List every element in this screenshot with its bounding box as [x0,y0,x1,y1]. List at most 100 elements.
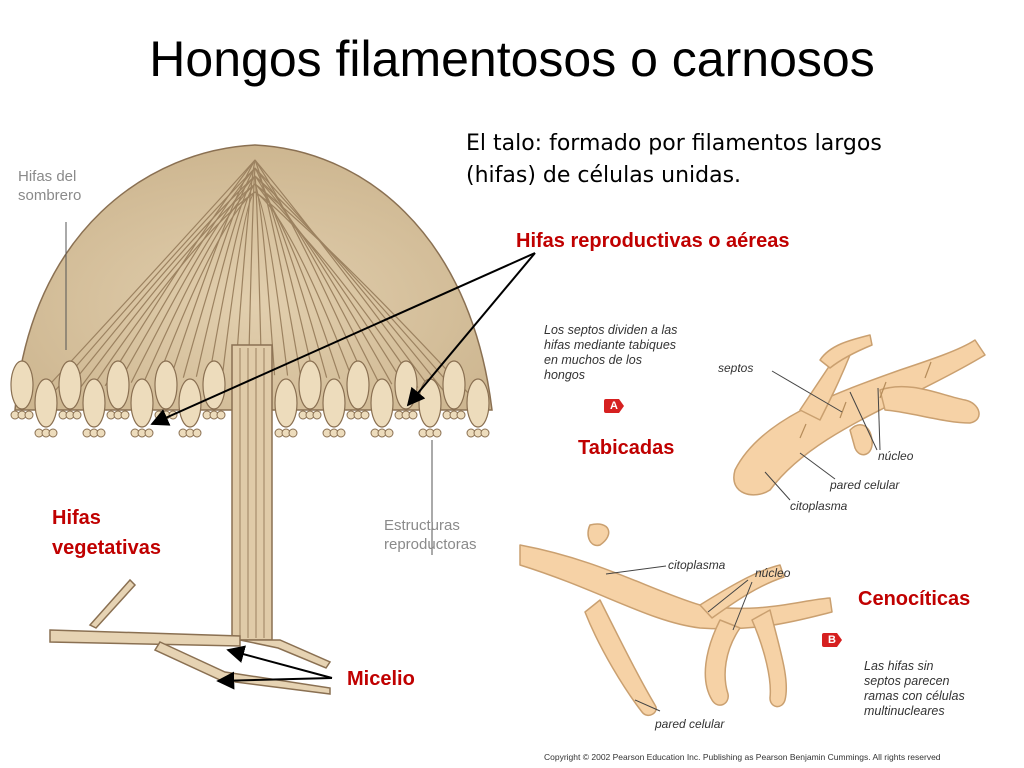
page-title: Hongos filamentosos o carnosos [149,31,875,87]
cap-hypha-strand [254,183,471,396]
panel-b-caption-line: ramas con células [864,689,965,703]
arrow-to-mycelium-lower [216,671,333,690]
vegetative-hyphae-label: Hifas vegetativas [52,503,161,563]
connector-lines [65,222,433,555]
panel-a-badge: A [604,399,624,413]
mycelium-drawing [49,578,332,695]
basidium [34,378,58,428]
aerial-hyphae-label: Hifas reproductivas o aéreas [516,230,790,252]
cap-hypha-strand [254,175,263,376]
septate-hyphae-drawing [733,334,986,496]
panel-b-caption-line: septos parecen [864,674,950,688]
basidium [274,378,298,428]
spore [480,428,490,438]
cap-hyphae-label-line-2: sombrero [18,187,82,204]
cap-hypha-strand [247,167,256,376]
cap-hypha-strand [254,183,276,376]
cap-hypha-strand [39,159,256,396]
spore [432,428,442,438]
cap-hypha-strand [221,191,256,376]
reproductive-structures-label: Estructuras reproductoras [384,516,477,554]
cap-hyphae-label: Hifas del sombrero [18,167,81,205]
septos-label: septos [718,361,754,375]
spore [384,428,394,438]
cap-hypha-strand [254,191,289,376]
repro-label-line-2: reproductoras [384,536,477,553]
panel-b-badge: B [822,633,842,647]
panel-b-citoplasma-label: citoplasma [668,558,726,572]
panel-b-pared-label: pared celular [655,717,725,731]
panel-a-caption-line: hongos [544,368,586,382]
cap-hypha-strand [254,175,458,394]
spore [456,410,466,420]
cap-hypha-strand [254,183,406,387]
copyright-notice: Copyright © 2002 Pearson Education Inc. … [544,752,941,762]
cap-hypha-strand [52,167,256,394]
basidium [10,360,34,410]
spore [360,410,370,420]
basidium [370,378,394,428]
cap-hypha-strand [65,175,256,392]
mycelium-label: Micelio [347,668,415,690]
basidium [466,378,490,428]
panel-b-caption: Las hifas sin septos parecen ramas con c… [864,659,965,719]
spore [48,428,58,438]
cap-hypha-strand [254,175,393,385]
cap-hypha-strand [156,191,256,381]
basidium [322,378,346,428]
spore [72,410,82,420]
cap-hypha-strand [143,183,256,382]
cap-hypha-strand [104,159,256,387]
cap-hypha-strand [254,175,328,378]
panel-a-caption-line: Los septos dividen a las [544,323,678,337]
reproductive-structures [10,360,490,438]
cap-hypha-strand [254,167,315,377]
basidium [130,378,154,428]
panel-a-pared-label: pared celular [830,478,900,492]
intro-line-2: (hifas) de células unidas. [466,163,742,188]
cap-hypha-strand [254,183,341,379]
basidium [82,378,106,428]
coenocytic-label: Cenocíticas [858,588,971,610]
mushroom-stalk [231,344,273,641]
panel-b-caption-line: multinucleares [864,704,945,718]
spore [96,428,106,438]
basidium [394,360,418,410]
cap-hypha-strand [254,159,432,390]
intro-line-1: El talo: formado por filamentos largos [466,131,882,156]
mushroom-cap [14,144,493,411]
panel-a-nucleo-label: núcleo [878,449,914,463]
arrow-to-mycelium-upper [226,645,333,679]
spore [408,410,418,420]
cap-hypha-strand [78,183,256,390]
cap-hypha-strand [91,191,256,388]
spore [24,410,34,420]
spore [144,428,154,438]
panel-b-nucleo-label: núcleo [755,566,791,580]
cap-hypha-strand [254,191,419,388]
coenocytic-hyphae-drawing [519,523,833,717]
pointer-arrows [150,252,536,690]
basidium [58,360,82,410]
arrow-to-right-basidium [406,252,536,407]
cap-hypha-strand [182,167,256,378]
basidium [346,360,370,410]
basidium [202,360,226,410]
arrow-to-left-basidium [150,252,536,426]
spore [120,410,130,420]
basidium [298,360,322,410]
cap-hyphae-label-line-1: Hifas del [18,168,77,185]
cap-hypha-strand [234,159,256,376]
basidium [418,378,442,428]
spore [192,428,202,438]
basidium [106,360,130,410]
cap-hypha-strand [254,159,367,382]
vegetative-label-line-2: vegetativas [52,537,161,559]
cap-hypha-strand [195,175,256,377]
spore [288,428,298,438]
repro-label-line-1: Estructuras [384,517,460,534]
cap-hypha-strand [254,167,380,383]
spore [312,410,322,420]
panel-a-caption-line: en muchos de los [544,353,642,367]
